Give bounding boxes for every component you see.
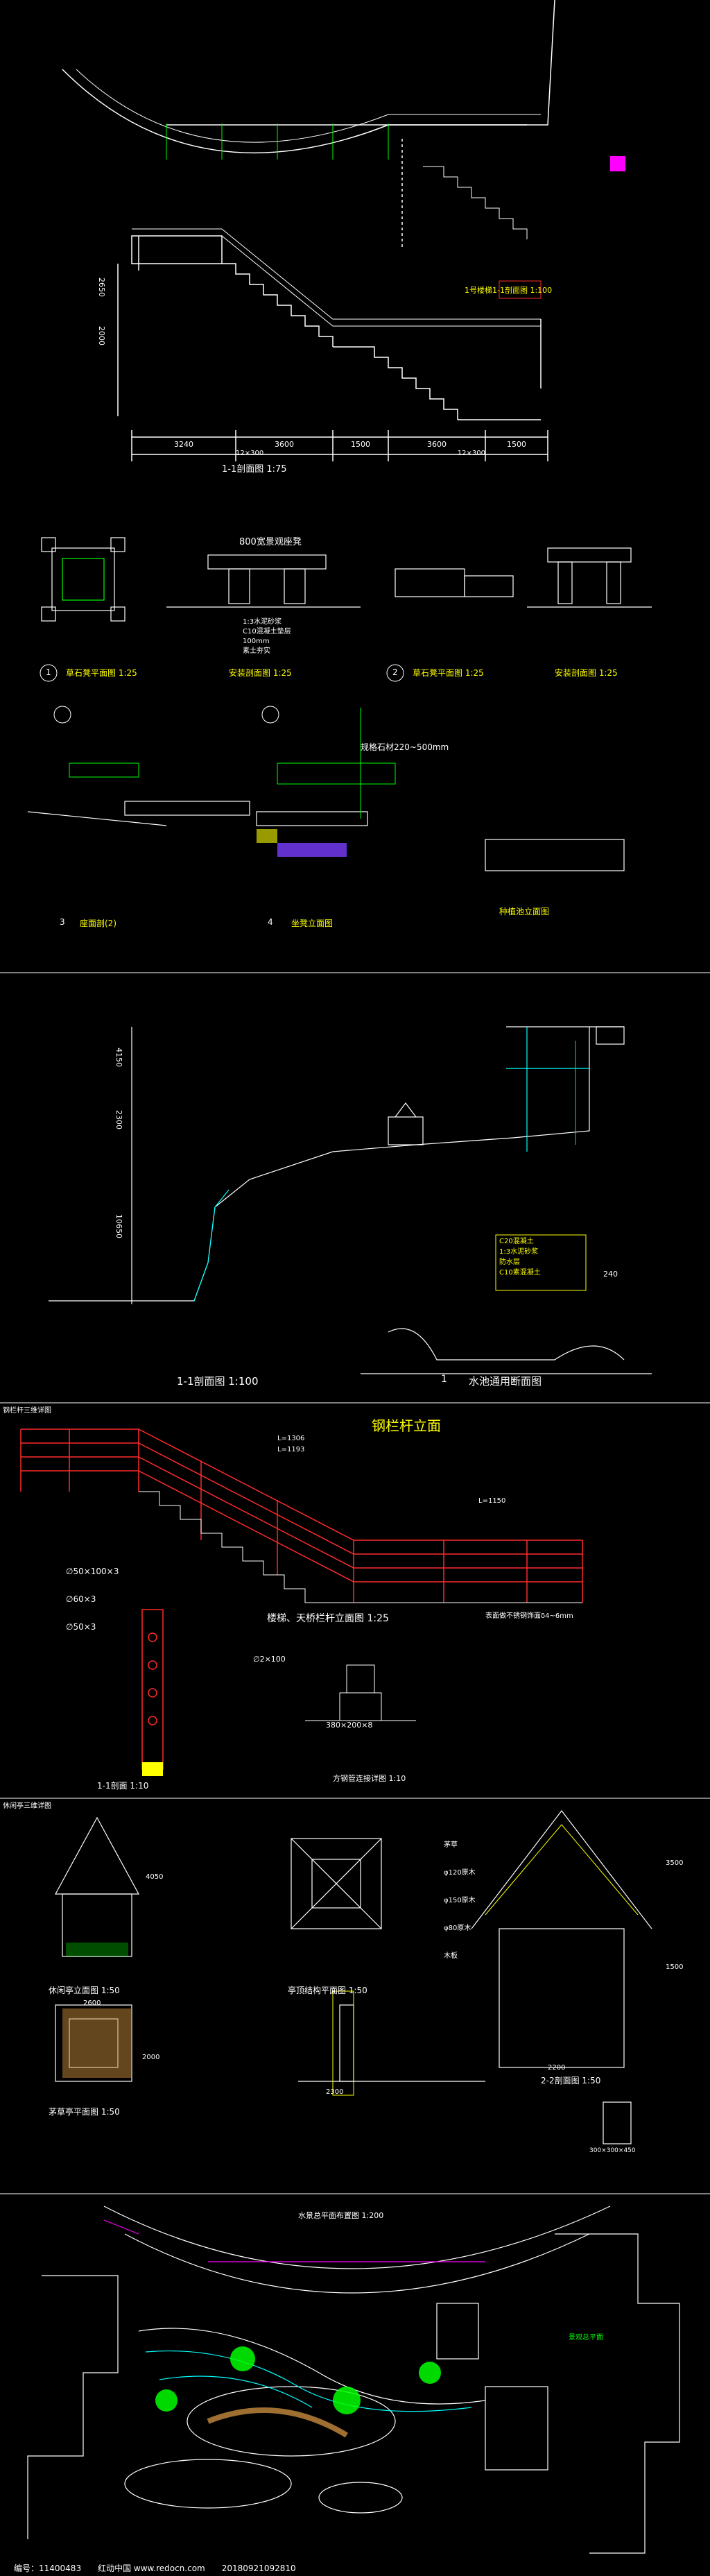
pav-label-3: 2-2剖面图 1:50 — [541, 2076, 601, 2085]
rail-detail-right: 方钢管连接详图 1:10 — [333, 1774, 406, 1783]
panel-pool-section — [0, 972, 710, 1374]
seat-note-b: 规格石材220~500mm — [361, 742, 449, 752]
panel1-dims: 3240 3600 1500 3600 1500 — [132, 440, 548, 449]
panel1-subdims: 12×300 12×300 — [236, 450, 485, 457]
footer-date: 20180921092810 — [221, 2563, 296, 2573]
dim-1: 3240 — [174, 440, 193, 449]
pav-label-1: 休闲亭立面图 1:50 — [49, 1986, 120, 1995]
rail-spec-5: 380×200×8 — [326, 1721, 373, 1730]
pav-label-2: 亭顶结构平面图 1:50 — [288, 1986, 367, 1995]
pav-dim-8: 300×300×450 — [589, 2147, 636, 2154]
seat-label-3: 草石凳平面图 1:25 — [413, 668, 484, 678]
rail-note-3: L=1150 — [478, 1497, 506, 1505]
seat-label-6: 坐凳立面图 — [291, 919, 334, 928]
pav-caption-top: 休闲亭三维详图 — [3, 1802, 51, 1810]
pav-dim-4: 3500 — [666, 1859, 684, 1867]
rail-detail-title: 1-1剖面 1:10 — [97, 1781, 149, 1791]
pav-dim-7: 4050 — [146, 1873, 164, 1881]
seat-layer-1: 1:3水泥砂浆 — [243, 618, 282, 626]
seat-label-5-num: 3 — [60, 917, 65, 927]
panel-stair-section — [62, 0, 625, 461]
pool-title-right: 水池通用断面图 — [469, 1375, 542, 1388]
pav-tag-1: 茅草 — [444, 1841, 458, 1849]
pav-dim-2: 2000 — [142, 2054, 160, 2061]
pool-layer-4: C10素混凝土 — [499, 1269, 541, 1277]
rail-note-1: L=1306 — [277, 1435, 305, 1442]
rail-specs: ∅50×100×3 ∅60×3 ∅50×3 — [66, 1558, 119, 1641]
footer-id: 编号：11400483 — [14, 2564, 82, 2573]
panel-pavilion — [0, 1798, 710, 2144]
panel1-elev-a: 2000 — [97, 326, 106, 346]
pav-dim-3: 2300 — [326, 2088, 344, 2096]
rail-paint: 表面做不锈钢饰面δ4~6mm — [485, 1612, 573, 1620]
seat-label-1: 草石凳平面图 1:25 — [66, 667, 137, 679]
panel1-elev-b: 2650 — [97, 278, 106, 297]
seat-layers: 1:3水泥砂浆 C10混凝土垫层 100mm 素土夯实 — [243, 617, 291, 656]
seat-layer-3: 100mm — [243, 638, 270, 645]
pav-label-4: 茅草亭平面图 1:50 — [49, 2107, 120, 2117]
pav-tag-4: φ80原木 — [444, 1925, 471, 1932]
seat-layer-2: C10混凝土垫层 — [243, 628, 291, 636]
footer-bar: 编号：11400483 红动中国 www.redocn.com 20180921… — [0, 2560, 710, 2576]
pool-layer-3: 防水层 — [499, 1259, 520, 1266]
seat-label-5: 座面剖(2) — [80, 919, 116, 928]
seat-title-mid: 800宽景观座凳 — [239, 537, 302, 547]
pool-layer-1: C20混凝土 — [499, 1238, 534, 1245]
panel-seat-details — [27, 537, 652, 871]
panel1-title: 1-1剖面图 1:75 — [222, 464, 287, 475]
seat-label-6-num: 4 — [268, 917, 273, 927]
dim-4: 3600 — [427, 440, 447, 449]
pool-elev-4: 240 — [603, 1270, 618, 1279]
pool-layer-2: 1:3水泥砂浆 — [499, 1248, 539, 1256]
site-title: 水景总平面布置图 1:200 — [298, 2211, 384, 2220]
subdim-2: 12×300 — [457, 450, 485, 457]
panel-railing — [0, 1402, 710, 1776]
rail-spec-1: ∅50×100×3 — [66, 1567, 119, 1576]
seat-label-1-num: 1 — [46, 667, 51, 677]
seat-label-1-text: 草石凳平面图 1:25 — [66, 668, 137, 678]
rail-spec-4: ∅2×100 — [253, 1655, 286, 1664]
seat-layer-4: 素土夯实 — [243, 647, 270, 655]
pool-layers: C20混凝土 1:3水泥砂浆 防水层 C10素混凝土 — [499, 1236, 541, 1278]
seat-label-4: 安装剖面图 1:25 — [555, 668, 618, 678]
rail-caption-top: 钢栏杆三维详图 — [3, 1407, 51, 1415]
rail-subtitle: 楼梯、天桥栏杆立面图 1:25 — [267, 1613, 389, 1624]
dim-2: 3600 — [275, 440, 294, 449]
pav-dim-6: 2200 — [548, 2064, 566, 2072]
rail-spec-2: ∅60×3 — [66, 1594, 96, 1604]
dim-5: 1500 — [507, 440, 526, 449]
pav-tags: 茅草 φ120原木 φ150原木 φ80原木 木板 — [444, 1832, 476, 1970]
rail-note-2: L=1193 — [277, 1446, 305, 1453]
dim-3: 1500 — [351, 440, 370, 449]
pool-elev-2: 2300 — [114, 1110, 123, 1129]
pav-tag-3: φ150原木 — [444, 1897, 476, 1904]
subdim-1: 12×300 — [236, 450, 264, 457]
seat-label-3-num: 2 — [392, 667, 398, 677]
rail-title: 钢栏杆立面 — [372, 1417, 441, 1434]
rail-spec-3: ∅50×3 — [66, 1622, 96, 1632]
footer-site: 红动中国 www.redocn.com — [98, 2564, 205, 2573]
site-tag: 景观总平面 — [569, 2334, 603, 2342]
pav-dim-1: 2600 — [83, 1999, 101, 2007]
seat-label-7: 种植池立面图 — [499, 907, 550, 916]
seat-label-2: 安装剖面图 1:25 — [229, 668, 292, 678]
pav-dim-5: 1500 — [666, 1963, 684, 1971]
pool-elev-1: 4150 — [114, 1048, 123, 1067]
pav-tag-2: φ120原木 — [444, 1869, 476, 1877]
pool-title-right-num: 1 — [441, 1374, 447, 1385]
pav-tag-5: 木板 — [444, 1952, 458, 1960]
panel-site-plan — [0, 2193, 710, 2554]
pool-title-left: 1-1剖面图 1:100 — [177, 1375, 259, 1388]
panel1-note-right: 1号楼梯1-1剖面图 1:100 — [465, 286, 553, 295]
pool-elev-3: 10650 — [114, 1214, 123, 1238]
